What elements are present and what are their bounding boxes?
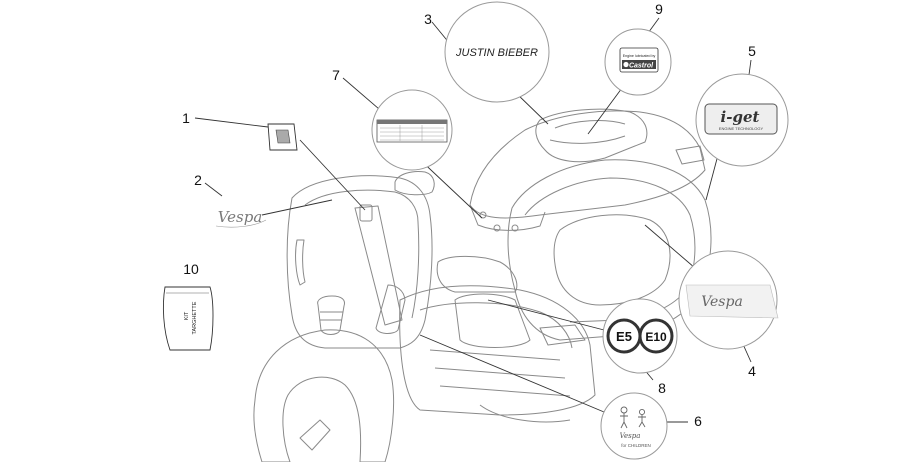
kit-line-2: TARGHETTE (192, 301, 198, 334)
footboard-ribs (429, 349, 571, 397)
leg-shield-vent-right (375, 284, 406, 334)
leg-shield-inner (304, 189, 420, 319)
rear-light (675, 145, 705, 165)
callout-3: 3 (424, 11, 432, 27)
footboard-inner (419, 302, 573, 349)
side-cover-panel (553, 214, 671, 306)
side-script-plate (685, 284, 779, 319)
frame-bolt (511, 224, 519, 232)
leader-8-to-body (487, 299, 605, 331)
frame-tube (469, 204, 546, 231)
callout-6: 6 (694, 413, 702, 429)
scooter-body-outline (253, 108, 712, 462)
detail-signature[interactable]: JUSTIN BIEBER (444, 1, 550, 103)
leader-9-to-body (587, 87, 623, 135)
callout-4: 4 (748, 363, 756, 379)
e10-badge-ring (638, 318, 674, 354)
info-label-header (377, 120, 447, 124)
part-front-script[interactable]: Vespa (215, 208, 267, 228)
castrol-band (622, 60, 656, 69)
castrol-brand: Castrol (629, 63, 654, 70)
callout-7: 7 (332, 67, 340, 83)
frame-bolt (493, 224, 501, 232)
horn-grill (317, 295, 345, 335)
leader-5-to-body (705, 154, 719, 201)
callout-10: 10 (183, 261, 199, 277)
footboard (399, 285, 596, 416)
front-fender-inner (299, 419, 331, 451)
part-shield-emblem[interactable] (267, 123, 298, 151)
detail-circle (444, 1, 550, 103)
callout-5: 5 (748, 43, 756, 59)
callout-2: 2 (194, 172, 202, 188)
iget-badge-plate (704, 103, 778, 135)
kids-text: for CHILDREN (621, 443, 651, 448)
leader-1-to-body (299, 139, 366, 211)
steering-column (354, 205, 403, 326)
e10-badge-text: E10 (645, 330, 667, 344)
underseat-storage (535, 108, 648, 163)
leader-4-to-body (644, 224, 696, 269)
info-label-rows (380, 125, 444, 141)
leader-6-to-body (419, 334, 605, 413)
front-fender (253, 329, 395, 462)
detail-kids-sticker[interactable]: Vespa for CHILDREN (600, 392, 668, 460)
frame-bolt (479, 211, 487, 219)
leader-2 (204, 182, 223, 197)
castrol-logo-icon (623, 61, 629, 68)
leg-shield (286, 175, 433, 349)
e5-badge-text: E5 (616, 329, 632, 344)
kids-brand-script: Vespa (620, 432, 641, 440)
leader-3-to-body (514, 91, 549, 125)
kit-bag-outline (162, 286, 214, 351)
castrol-line: Engine lubricated by (623, 54, 656, 58)
front-script-text: Vespa (218, 208, 263, 226)
callout-8: 8 (658, 380, 666, 396)
floor-mat (454, 293, 531, 348)
detail-castrol-label[interactable]: Engine lubricated by Castrol (604, 28, 672, 96)
iget-subtext: ENGINE TECHNOLOGY (719, 126, 764, 131)
rear-footpeg (539, 324, 586, 346)
signature-text: JUSTIN BIEBER (455, 47, 538, 59)
kit-line-1: KIT (184, 311, 190, 320)
callout-9: 9 (655, 1, 663, 17)
detail-emission-badges[interactable]: E5 E10 (602, 298, 678, 374)
detail-circle (600, 392, 668, 460)
front-script-underline (215, 219, 267, 228)
storage-inner (549, 120, 626, 144)
frame-spine (469, 110, 706, 219)
detail-iget-badge[interactable]: i-get ENGINE TECHNOLOGY (695, 73, 789, 167)
leg-shield-vent-left (295, 239, 306, 286)
glove-box (436, 255, 518, 293)
kids-figures-icon (620, 406, 646, 429)
detail-info-label[interactable] (371, 89, 453, 171)
leader-1 (194, 117, 269, 128)
callout-1: 1 (182, 110, 190, 126)
emblem-inner (275, 129, 291, 144)
center-stand (479, 404, 571, 423)
callout-numbers: 1 2 3 4 5 6 7 8 9 10 (182, 1, 756, 429)
detail-side-script[interactable]: Vespa (678, 250, 779, 350)
leader-2-to-body (261, 199, 333, 216)
part-kit-targhette[interactable]: KIT TARGHETTE (162, 286, 214, 351)
shield-emblem-mount (359, 204, 373, 222)
side-cover-inner (524, 177, 696, 323)
side-script-text: Vespa (701, 294, 743, 310)
iget-logo-text: i-get (721, 108, 760, 126)
headset-cover (394, 171, 435, 196)
